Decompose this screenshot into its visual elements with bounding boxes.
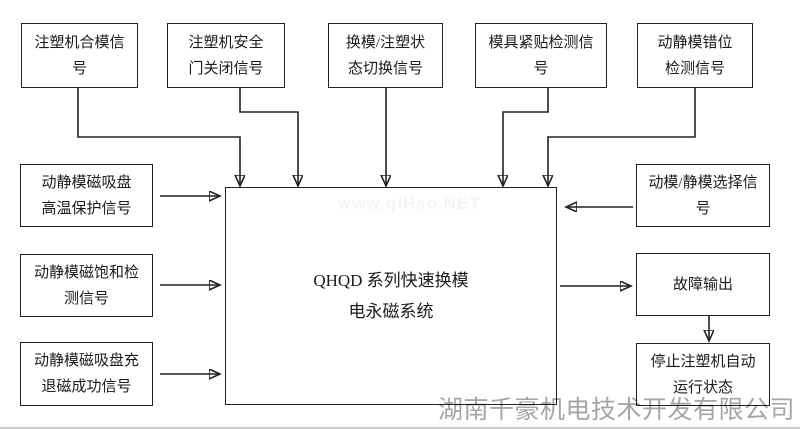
box-mold-change-injection-state-switch-signal: 换模/注塑状 态切换信号 <box>328 23 443 88</box>
arrow-safety-door-to-system <box>239 88 298 186</box>
watermark-company: 湖南千豪机电技术开发有限公司 <box>438 397 796 424</box>
box-magnetize-demagnetize-success-signal: 动静模磁吸盘充 退磁成功信号 <box>20 342 153 406</box>
box-moving-static-mold-misalignment-signal: 动静模错位 检测信号 <box>637 23 753 88</box>
box-injection-machine-safety-door-signal: 注塑机安全 门关闭信号 <box>167 23 285 88</box>
arrow-mold-close-to-system <box>77 88 240 186</box>
arrow-misalignment-to-system <box>548 88 696 186</box>
box-injection-machine-mold-close-signal: 注塑机合模信 号 <box>21 23 138 88</box>
box-mold-contact-detection-signal: 模具紧贴检测信 号 <box>475 23 607 88</box>
box-fault-output: 故障输出 <box>636 253 770 316</box>
box-stop-injection-machine-auto-run: 停止注塑机自动 运行状态 <box>636 343 770 406</box>
box-magnetic-chuck-overtemp-protection-signal: 动静模磁吸盘 高温保护信号 <box>20 164 153 227</box>
box-magnetic-saturation-detection-signal: 动静模磁饱和检 测信号 <box>20 254 153 317</box>
arrow-mold-contact-to-system <box>503 88 549 186</box>
box-qhqd-quick-mold-change-system: QHQD 系列快速换模 电永磁系统 <box>225 187 557 405</box>
box-moving-static-mold-select-signal: 动模/静模选择信 号 <box>636 164 770 227</box>
watermark-site: www.qiHao.NET <box>338 194 481 213</box>
